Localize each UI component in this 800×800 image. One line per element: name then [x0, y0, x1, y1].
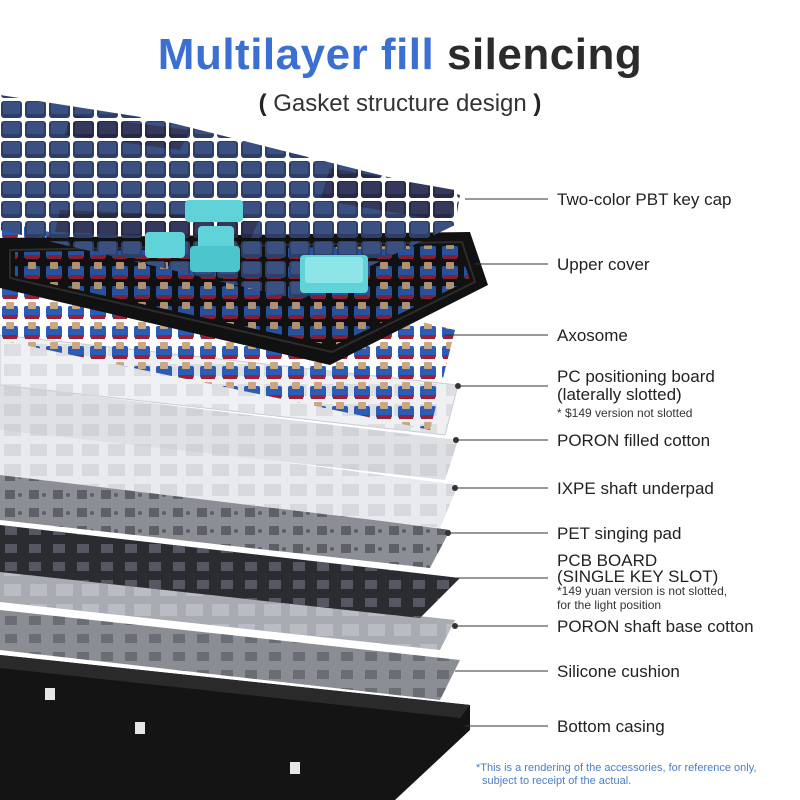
layer-label-pc-board: PC positioning board	[557, 367, 715, 386]
leader-dots	[445, 383, 461, 629]
cyan-keycap	[198, 226, 234, 250]
casing-foot	[290, 762, 300, 774]
layer-label-pcb: PCB BOARD	[557, 551, 658, 570]
keycap-dark-top	[65, 115, 190, 150]
title-rest: silencing	[446, 30, 643, 79]
layer-label-pet: PET singing pad	[557, 524, 682, 543]
layer-label-keycap: Two-color PBT key cap	[557, 190, 732, 209]
silicone-cushion-face	[0, 610, 460, 700]
subtitle-text: Gasket structure design	[273, 90, 527, 117]
layer-label-pc-board-sub: (laterally slotted)	[557, 385, 682, 404]
footnote-line-1: *This is a rendering of the accessories,…	[476, 762, 757, 774]
layer-label-pcb-sub: (SINGLE KEY SLOT)	[557, 567, 719, 586]
leader-lines	[445, 198, 548, 727]
bottom-casing	[0, 655, 470, 800]
ixpe-holes	[0, 425, 458, 528]
layer-label-silicone: Silicone cushion	[557, 662, 680, 681]
layer-label-upper-cover: Upper cover	[557, 255, 650, 274]
bracket-open: (	[258, 90, 267, 117]
layer-note-pcb-2: for the light position	[557, 598, 662, 612]
poron-base-holes	[0, 570, 455, 650]
cyan-keycap	[145, 232, 185, 258]
page-title: Multilayer fill silencing	[0, 30, 800, 80]
layer-label-ixpe: IXPE shaft underpad	[557, 479, 714, 498]
cyan-keycap	[185, 200, 243, 222]
disclaimer-footnote: *This is a rendering of the accessories,…	[476, 762, 776, 788]
keycap-layer	[0, 95, 460, 300]
pcb-board-holes	[0, 525, 460, 618]
bracket-close: )	[533, 90, 542, 117]
casing-foot	[45, 688, 55, 700]
footnote-line-2: subject to receipt of the actual.	[482, 775, 632, 787]
layer-label-poron-base: PORON shaft base cotton	[557, 617, 754, 636]
layer-note-pc-board: * $149 version not slotted	[557, 406, 693, 420]
layer-note-pcb: *149 yuan version is not slotted,	[557, 584, 728, 598]
title-highlight: Multilayer fill	[157, 30, 435, 79]
layer-label-bottom-casing: Bottom casing	[557, 717, 665, 736]
keycap-dark-cluster	[320, 168, 455, 222]
cyan-keycap	[190, 246, 240, 272]
page-subtitle: ( Gasket structure design )	[0, 90, 800, 118]
casing-foot	[135, 722, 145, 734]
pet-pad-holes	[0, 470, 450, 568]
bottom-casing-top	[0, 655, 470, 718]
cyan-keycap-top	[305, 257, 363, 283]
poron-filled-holes	[0, 385, 458, 480]
layer-label-poron-filled: PORON filled cotton	[557, 431, 711, 450]
layer-label-axosome: Axosome	[557, 326, 628, 345]
